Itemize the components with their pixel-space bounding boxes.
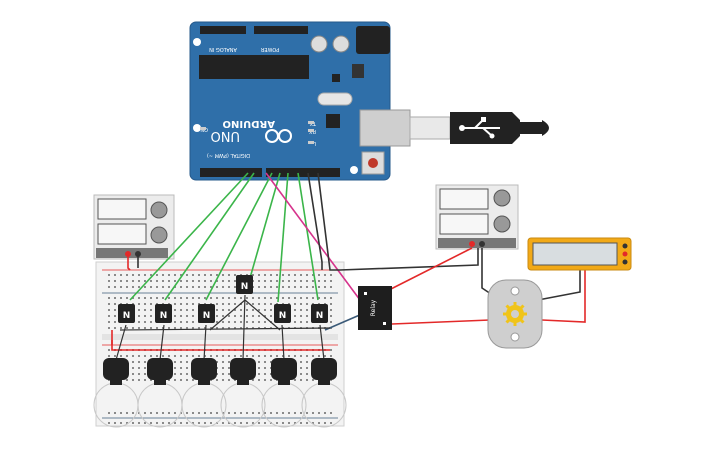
power-header-label: POWER [260,46,279,52]
relay[interactable]: Relay [358,286,392,330]
power-supply-right[interactable] [435,184,519,250]
l-label: L [313,140,316,146]
analog-header-label: ANALOG IN [209,46,237,52]
gear-icon [503,302,527,326]
breadboard[interactable] [95,261,345,427]
power-supply-left[interactable] [93,194,175,260]
lcd-display[interactable] [527,237,632,271]
relay-label: Relay [370,299,377,316]
transistor-5[interactable]: N [274,304,291,323]
transistor-label: N [160,311,168,321]
lamp-socket-5[interactable] [271,358,297,385]
board-brand: ARDUINO [223,118,275,129]
lamp-socket-2[interactable] [147,358,173,385]
usb-icon [459,117,500,139]
transistor-label: N [203,311,211,321]
dc-motor[interactable] [487,279,543,349]
board-model: UNO [211,128,240,143]
transistor-label: N [316,311,324,321]
lamp-sockets [103,358,337,385]
transistor-6[interactable]: N [311,304,328,323]
transistor-4[interactable]: N [236,275,253,294]
transistor-3[interactable]: N [198,304,215,323]
transistor-2[interactable]: N [155,304,172,323]
transistor-label: N [123,311,131,321]
lamp-socket-3[interactable] [191,358,217,385]
transistor-label: N [241,282,249,292]
lamp-socket-6[interactable] [311,358,337,385]
usb-cable[interactable] [409,112,549,144]
lamp-socket-4[interactable] [230,358,256,385]
arduino-board[interactable]: ANALOG IN POWER ARDUINO UNO ON TX RX L D… [189,21,411,181]
transistors: N N N N N N [118,275,328,323]
lamp-socket-1[interactable] [103,358,129,385]
wires [111,172,586,361]
transistor-label: N [279,311,287,321]
digital-header-label: DIGITAL (PWM ~) [207,152,250,158]
transistor-1[interactable]: N [118,304,135,323]
